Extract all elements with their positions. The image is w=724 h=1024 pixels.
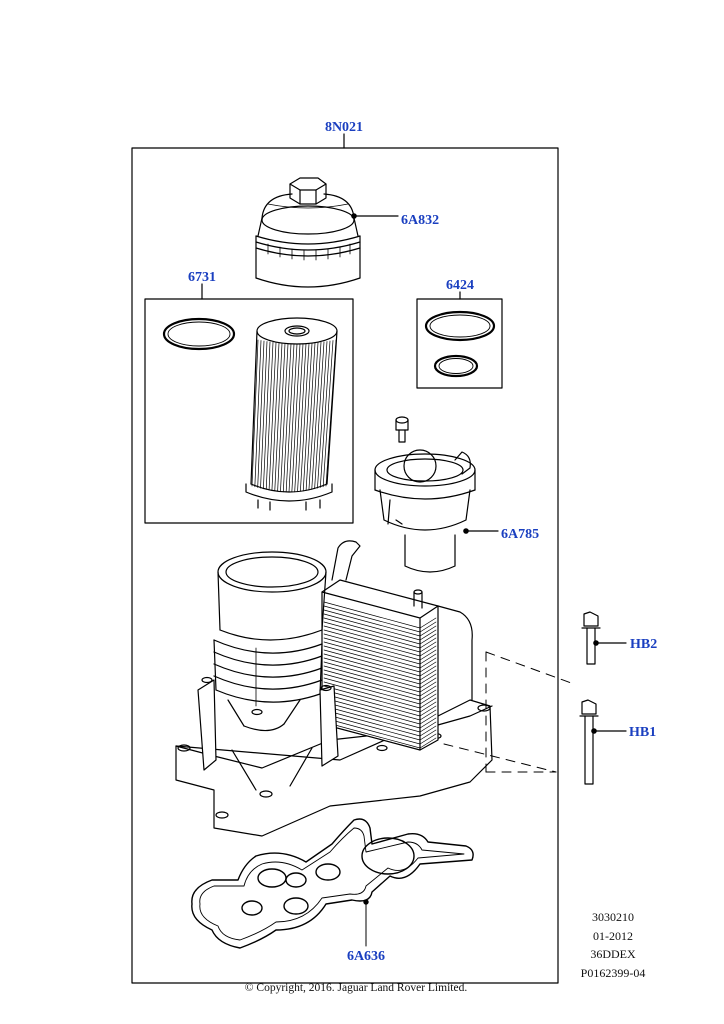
kit-boundary-box [131,147,559,984]
callout-filter-element[interactable]: 6731 [188,270,216,285]
filter-element-part[interactable] [162,317,338,511]
oil-filter-housing [175,540,493,837]
callout-filter-cap[interactable]: 6A832 [401,213,439,228]
copyright-notice: © Copyright, 2016. Jaguar Land Rover Lim… [244,982,468,994]
bolt-upper-part[interactable] [581,611,627,665]
drawing-reference: 3030210 01-2012 36DDEX P0162399-04 [578,908,648,982]
filter-element-box [144,298,354,524]
callout-valve[interactable]: 6A785 [501,527,539,542]
filter-cap-part[interactable] [255,177,399,288]
o-ring-part[interactable] [424,310,496,378]
bolt-location-dashes [443,651,575,773]
reference-line-1: 3030210 [592,910,634,924]
reference-line-4: P0162399-04 [580,965,646,980]
callout-bolt-lower[interactable]: HB1 [629,725,656,740]
bolt-lower-part[interactable] [579,699,627,785]
gasket-part[interactable] [191,818,474,949]
o-ring-box [416,298,503,389]
callout-bolt-upper[interactable]: HB2 [630,637,657,652]
callout-kit[interactable]: 8N021 [325,120,363,135]
callout-o-rings[interactable]: 6424 [446,278,474,293]
reference-line-3: 36DDEX [590,947,636,961]
callout-gasket[interactable]: 6A636 [347,949,385,964]
valve-part[interactable] [374,416,499,573]
reference-line-2: 01-2012 [593,928,633,943]
